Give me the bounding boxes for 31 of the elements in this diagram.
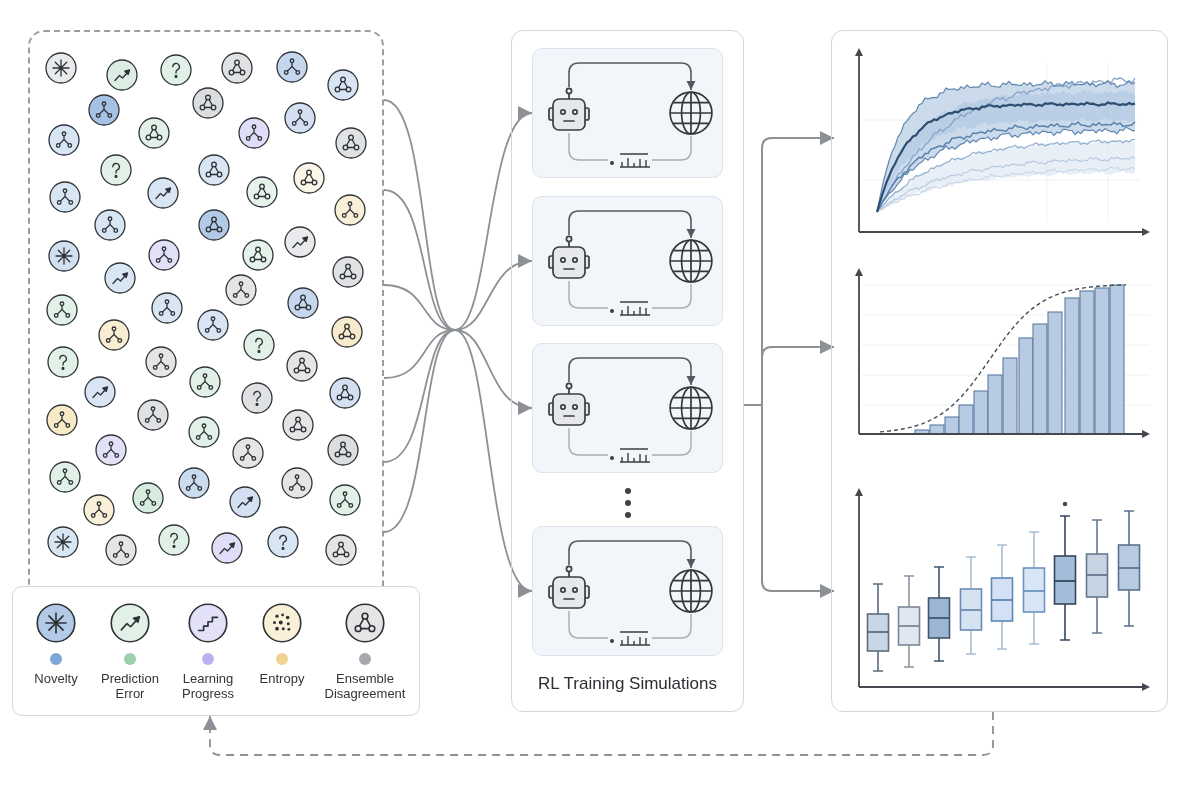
arrow bbox=[568, 357, 696, 386]
legend-label: Learning Progress bbox=[181, 671, 235, 701]
simulation-card bbox=[532, 196, 723, 326]
legend-panel bbox=[12, 586, 420, 716]
arrow bbox=[568, 62, 696, 91]
arrow bbox=[383, 329, 533, 415]
globe-icon bbox=[668, 568, 714, 614]
legend-label: Ensemble Disagreement bbox=[323, 671, 407, 701]
arrow bbox=[743, 404, 835, 598]
robot-icon bbox=[545, 235, 593, 281]
globe-icon bbox=[668, 90, 714, 136]
dashed-panel bbox=[28, 30, 384, 586]
panel-title: RL Training Simulations bbox=[538, 673, 717, 695]
simulation-card bbox=[532, 48, 723, 178]
arrow bbox=[383, 189, 533, 331]
robot-icon bbox=[545, 87, 593, 133]
arrow bbox=[383, 329, 533, 598]
arrow bbox=[383, 99, 533, 331]
arrow bbox=[568, 210, 696, 239]
simulation-card bbox=[532, 526, 723, 656]
legend-label: Entropy bbox=[259, 671, 305, 686]
legend-label: Novelty bbox=[34, 671, 78, 686]
globe-icon bbox=[668, 385, 714, 431]
globe-icon bbox=[668, 238, 714, 284]
simulation-card bbox=[532, 343, 723, 473]
robot-icon bbox=[545, 382, 593, 428]
dashed-arrow bbox=[203, 711, 994, 756]
arrow bbox=[568, 540, 696, 569]
legend-label: Prediction Error bbox=[100, 671, 160, 701]
panel bbox=[511, 30, 744, 712]
robot-icon bbox=[545, 565, 593, 611]
